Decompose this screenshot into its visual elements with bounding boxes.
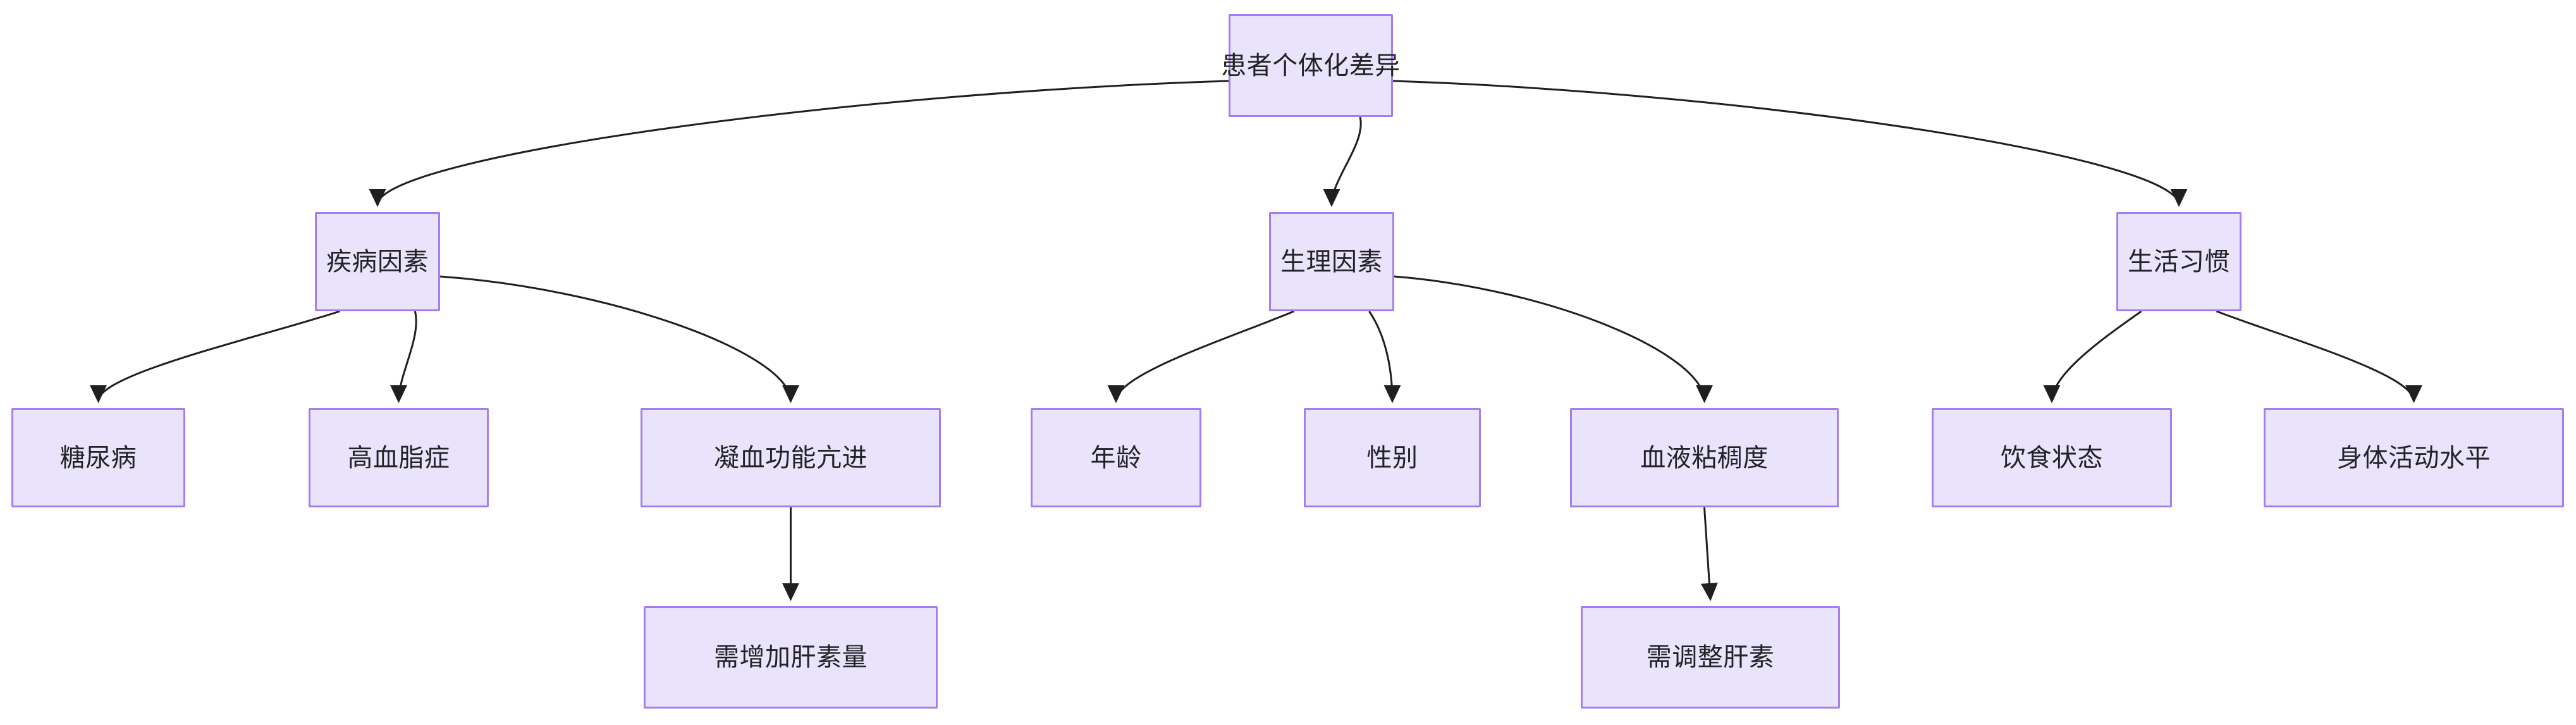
edge-root-to-lifestyle: [1392, 80, 2188, 208]
flow-node-hyperlipid[interactable]: 高血脂症: [309, 408, 489, 507]
flow-node-label: 性别: [1366, 443, 1418, 472]
flow-node-label: 年龄: [1090, 443, 1142, 472]
flow-node-age[interactable]: 年龄: [1031, 408, 1201, 507]
flow-node-more_hep[interactable]: 需增加肝素量: [644, 606, 938, 709]
flow-node-label: 患者个体化差异: [1221, 51, 1401, 80]
flow-node-label: 凝血功能亢进: [714, 443, 868, 472]
flow-node-label: 需增加肝素量: [714, 643, 868, 671]
edge-physio-to-age: [1107, 310, 1295, 404]
edge-paths: [90, 80, 2422, 602]
edge-viscosity-to-adjust_hep: [1700, 507, 1718, 602]
edge-root-to-physio: [1323, 116, 1362, 208]
flow-node-activity[interactable]: 身体活动水平: [2264, 408, 2564, 507]
flow-node-diabetes[interactable]: 糖尿病: [11, 408, 185, 507]
flow-node-label: 饮食状态: [2001, 443, 2103, 472]
edge-physio-to-gender: [1368, 311, 1401, 404]
flow-node-label: 需调整肝素: [1646, 643, 1775, 671]
flow-node-label: 生活习惯: [2128, 247, 2230, 276]
flow-node-gender[interactable]: 性别: [1304, 408, 1481, 507]
flow-node-lifestyle[interactable]: 生活习惯: [2116, 212, 2242, 311]
flow-node-label: 身体活动水平: [2337, 443, 2491, 472]
flow-node-physio[interactable]: 生理因素: [1269, 212, 1394, 311]
edge-physio-to-viscosity: [1394, 275, 1713, 404]
edge-disease-to-diabetes: [90, 310, 341, 404]
edge-disease-to-hypercoag: [439, 275, 799, 404]
flow-node-label: 血液粘稠度: [1640, 443, 1769, 472]
flow-node-viscosity[interactable]: 血液粘稠度: [1570, 408, 1839, 507]
edge-root-to-disease: [369, 80, 1229, 208]
edge-lifestyle-to-activity: [2216, 310, 2422, 404]
flow-node-label: 糖尿病: [59, 443, 137, 472]
edge-disease-to-hyperlipid: [390, 311, 417, 404]
edge-lifestyle-to-diet: [2043, 310, 2142, 404]
flow-node-adjust_hep[interactable]: 需调整肝素: [1581, 606, 1840, 709]
flow-node-disease[interactable]: 疾病因素: [315, 212, 440, 311]
flow-node-label: 高血脂症: [347, 443, 450, 472]
flow-node-hypercoag[interactable]: 凝血功能亢进: [641, 408, 941, 507]
flow-node-diet[interactable]: 饮食状态: [1932, 408, 2172, 507]
flow-node-label: 生理因素: [1280, 247, 1383, 276]
flow-node-root[interactable]: 患者个体化差异: [1221, 14, 1400, 117]
flow-node-label: 疾病因素: [326, 247, 429, 276]
